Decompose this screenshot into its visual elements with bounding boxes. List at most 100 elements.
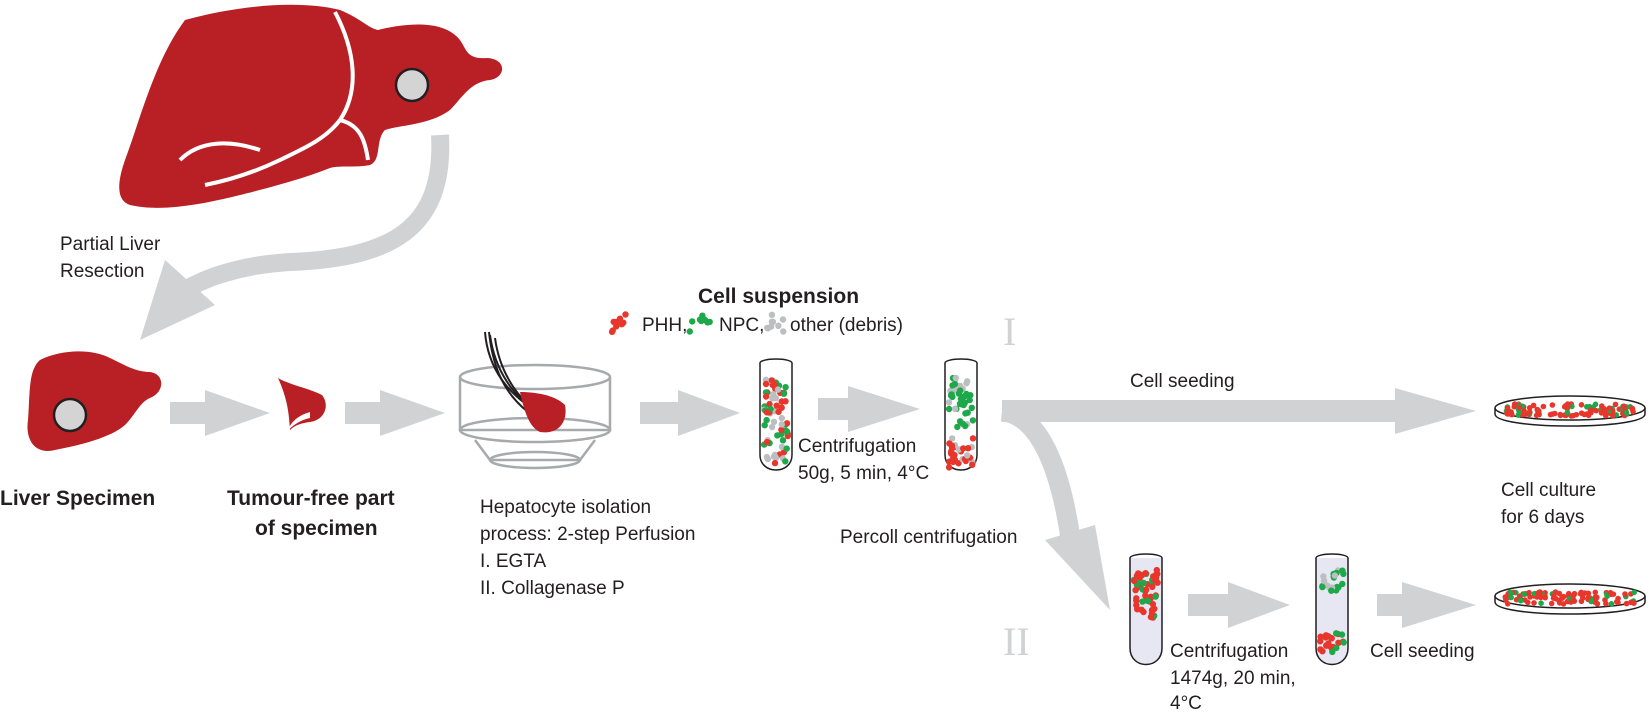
cell-dot [1630,409,1636,415]
path-two-label: II [1003,619,1030,664]
cell-dot [782,398,789,405]
cell-dot [1328,587,1335,594]
liver-vessel [178,141,261,162]
cell-dot [1621,403,1627,410]
cell-dot [704,319,711,326]
cell-dot [1517,597,1524,604]
curved-arrow-shaft [180,134,450,298]
liver-vessel [339,118,370,161]
specimen-label: Liver Specimen [0,487,155,510]
cell-dot [1608,601,1615,607]
cell-dot [1333,644,1340,652]
resection-label-2: Resection [60,261,145,282]
isolation-step-2: II. Collagenase P [480,578,625,599]
cell-dot [957,387,964,394]
cell-dot [1317,638,1324,645]
arrow-right [1188,582,1290,628]
legend-phh-label: PHH, [642,315,687,336]
cell-dot [622,311,629,318]
cell-dot [1623,410,1630,416]
cell-dot [770,418,778,425]
percoll-tube-before [1129,553,1163,666]
cell-dot [783,420,791,427]
cell-dot [768,311,776,318]
cell-culture-label-2: for 6 days [1501,507,1584,528]
cell-dot [1538,594,1544,601]
cell-dot [952,374,959,382]
tumour-free-cut [288,412,310,430]
tumour-free-piece [278,378,326,430]
cell-dot [1508,594,1514,601]
cell-dot [1570,412,1576,419]
percoll-label: Percoll centrifugation [840,527,1017,548]
cell-dot [782,458,789,465]
cell-dot [1578,589,1584,596]
cell-dot [957,395,965,403]
cell-dot [1147,613,1155,621]
cell-dot [945,399,953,406]
cell-dot [1504,601,1511,607]
cell-dot [1143,586,1150,594]
cell-dot [966,396,973,404]
cell-dot [762,380,770,388]
cell-dot [1564,409,1571,416]
cell-dot [1599,403,1605,409]
cell-dot [1610,412,1616,419]
cell-dot [1139,598,1146,605]
cell-dot [964,409,971,416]
cell-dot [768,423,776,431]
cell-dot [1340,570,1347,578]
cell-dot [1320,577,1328,584]
cell-dot [960,445,967,452]
cell-dot [779,316,787,323]
cell-seeding-bottom-label: Cell seeding [1370,641,1475,662]
specimen-shape [27,351,162,451]
petri-dish-top [1494,395,1646,427]
cell-dot [950,455,957,462]
cell-dot [1516,404,1523,411]
cell-dot [608,328,616,335]
cell-dot [774,432,781,439]
cell-dot [1521,591,1527,597]
centrifugation1-label-2: 50g, 5 min, 4°C [798,463,929,484]
cell-dot [763,409,771,416]
cell-dot [1333,583,1341,591]
isolation-label-2: process: 2-step Perfusion [480,524,695,545]
cell-suspension-title: Cell suspension [698,285,859,308]
centrifugation2-label-3: 4°C [1170,693,1202,712]
cell-dot [964,378,971,385]
cell-dot [1631,600,1637,606]
cell-dot [1512,402,1518,409]
arrow-right [345,390,445,436]
cell-dot [1593,596,1599,602]
test-tube-mixed [759,358,793,471]
cell-dot [969,417,977,424]
curved-arrow-head [140,260,215,340]
cell-dot [764,455,771,463]
arrow-cell-seeding-bottom [1377,582,1476,628]
cell-dot [762,393,770,400]
cell-dot [763,416,770,424]
legend-debris-swatch [764,311,787,335]
liver-specimen [27,351,162,451]
cell-dot [1556,590,1563,597]
cell-dot [1542,594,1548,601]
liver-shape-large [119,4,503,208]
cell-dot [773,402,780,409]
cell-dot [698,317,705,325]
cell-dot [1333,630,1340,637]
liver-illustration [119,4,503,208]
perfused-tissue [520,392,566,433]
cell-dot [1338,631,1346,638]
cell-seeding-top-label: Cell seeding [1130,371,1235,392]
cell-dot [1142,570,1149,577]
cell-dot [1522,411,1528,418]
cell-dot [948,444,956,451]
cell-dot [964,452,971,459]
specimen-tumour-marker [52,397,88,433]
cell-dot [620,319,627,326]
cell-dot [1339,580,1346,588]
cell-dot [770,453,778,460]
cell-dot [956,418,964,425]
